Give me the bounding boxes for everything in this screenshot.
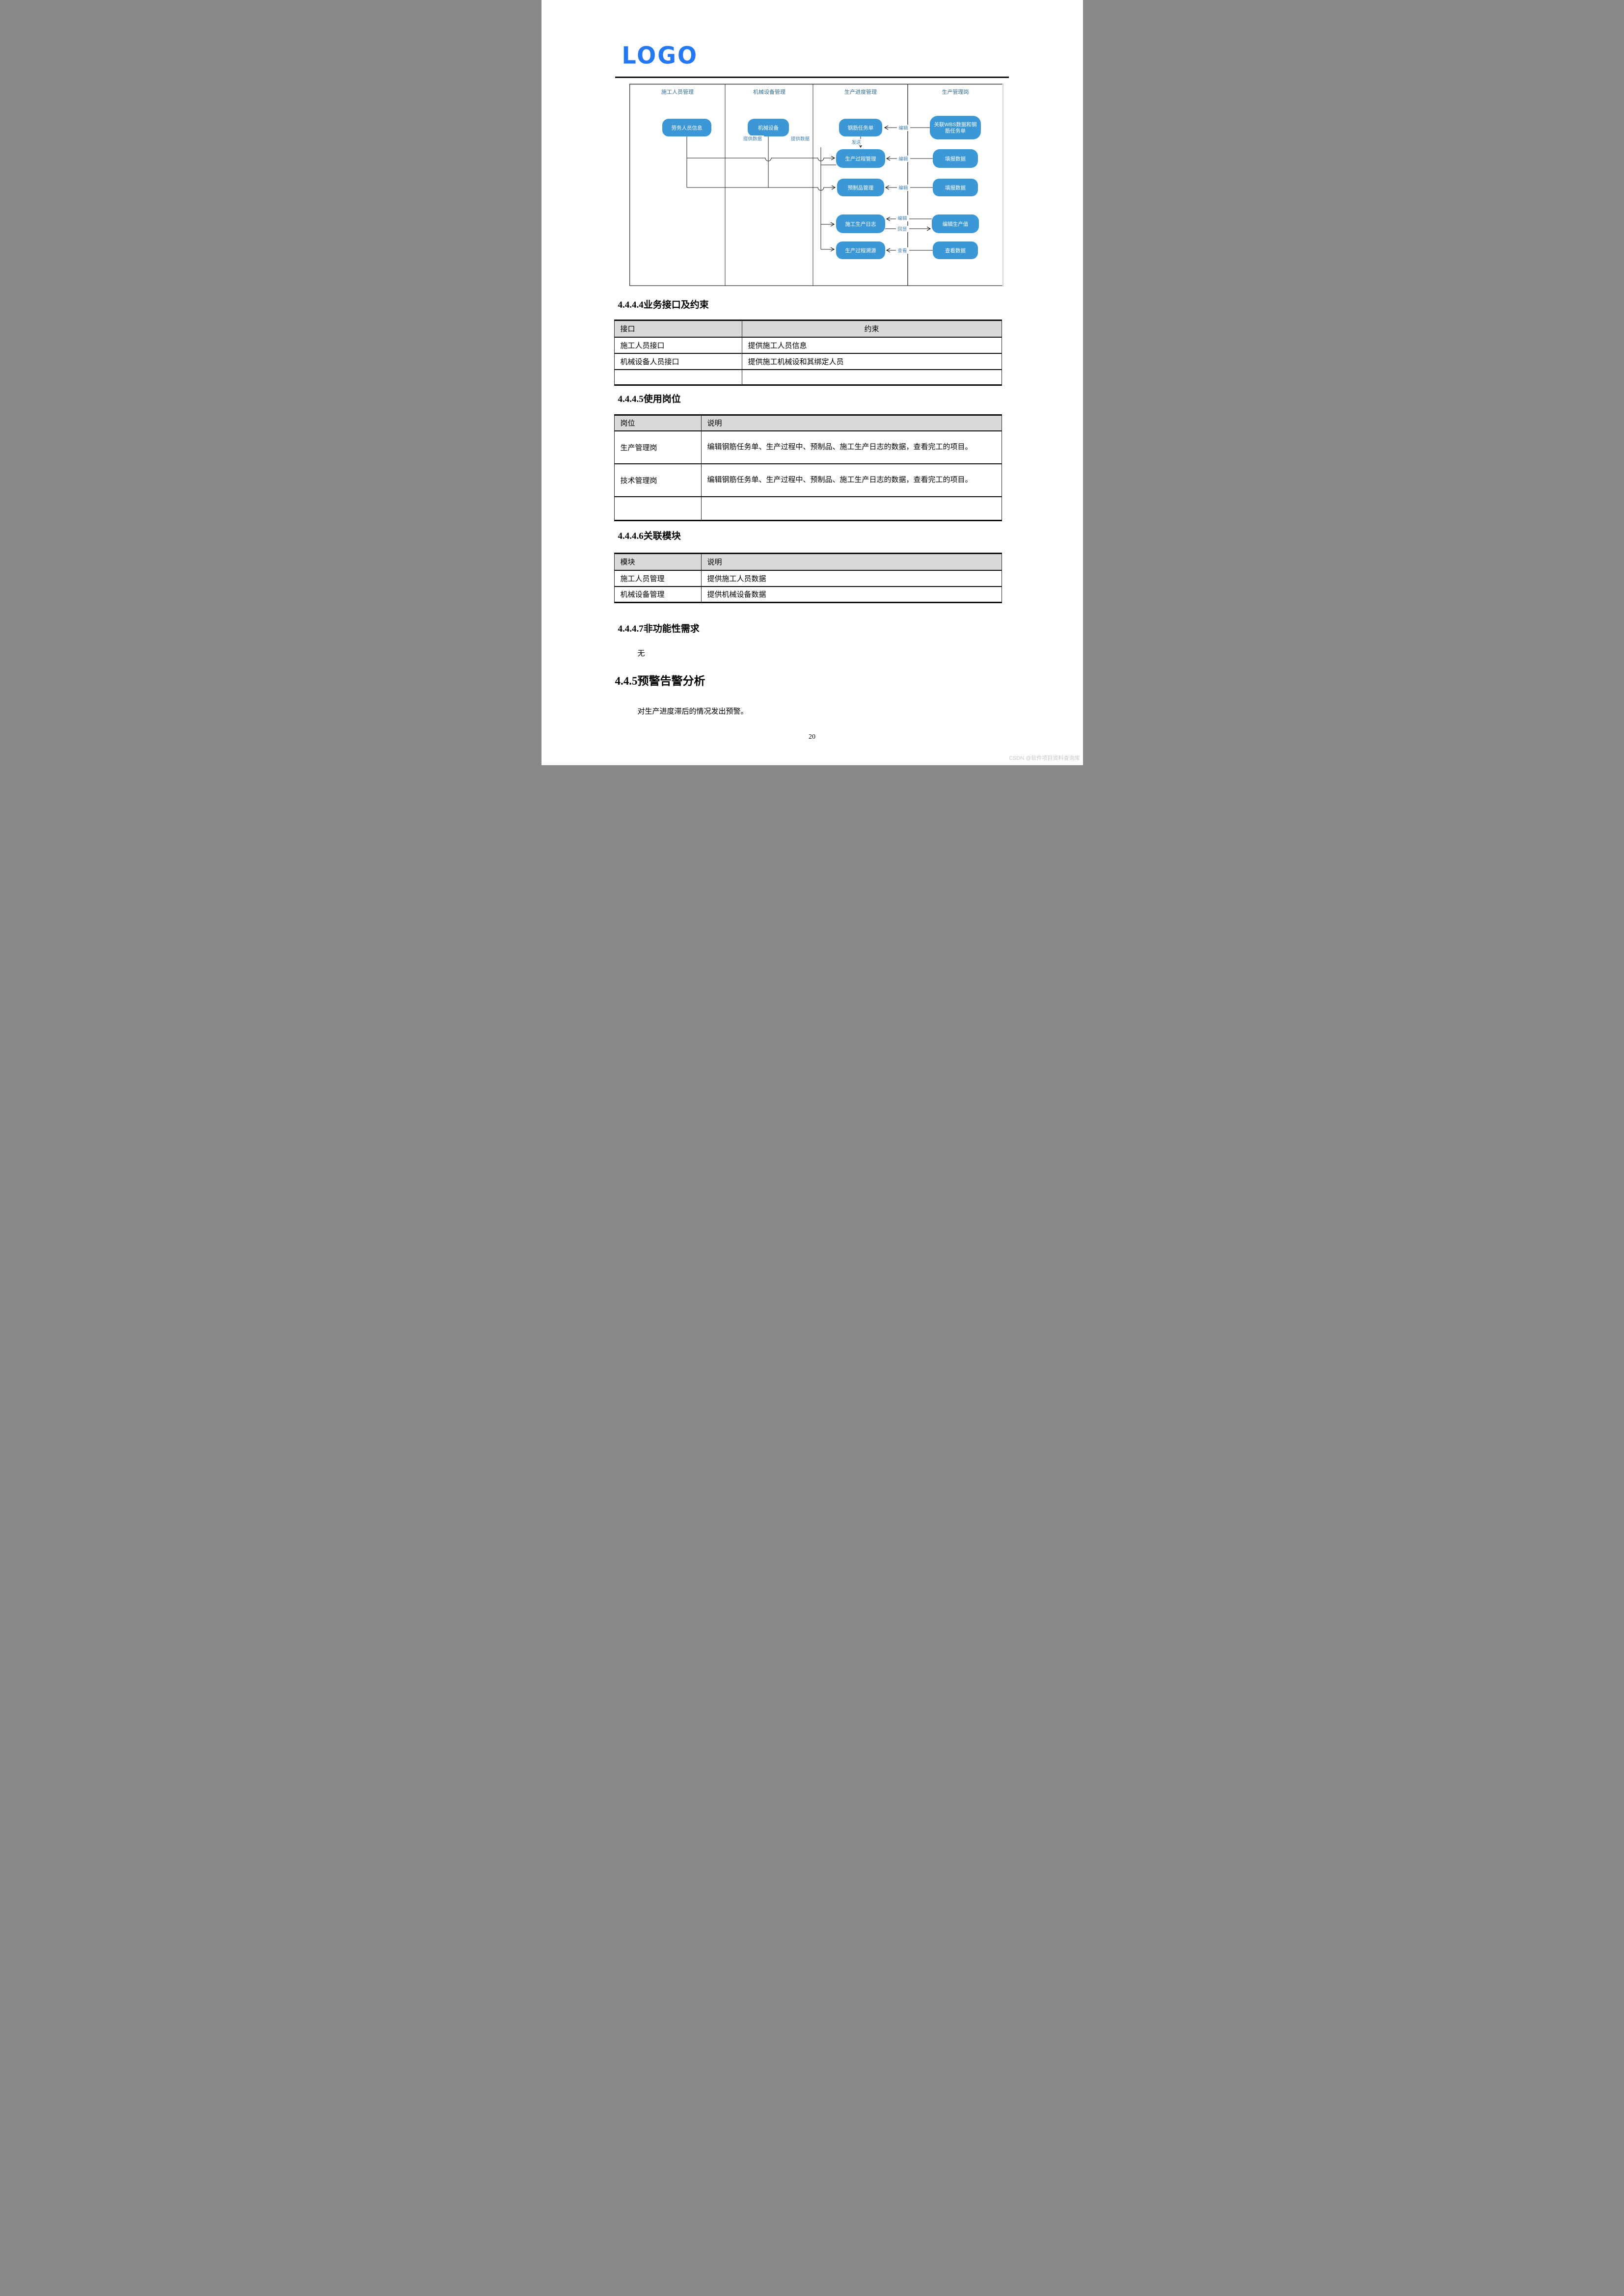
col-header-description: 说明	[707, 559, 722, 567]
table-header-row: 岗位 说明	[614, 415, 1001, 431]
table-cell: 技术管理岗	[614, 463, 702, 497]
warning-paragraph: 对生产进度滞后的情况发出预警。	[637, 708, 748, 716]
col-header-description: 说明	[707, 420, 722, 428]
node-fill-data-1	[932, 149, 978, 168]
table-cell: 编辑钢筋任务单、生产过程中、预制品、施工生产日志的数据，查看完工的项目。	[701, 463, 1001, 497]
table-cell: 提供施工人员数据	[701, 569, 1001, 587]
table-cell: 生产管理岗	[614, 430, 702, 464]
col-header-post: 岗位	[614, 415, 702, 431]
modules-table: 模块 说明 施工人员管理 提供施工人员数据 机械设备管理 提供机械设备数据	[614, 553, 1002, 603]
lane-header-production-progress: 生产进度管理	[844, 88, 877, 95]
section-heading-business-interface: 4.4.4.4业务接口及约束	[618, 300, 709, 310]
edge-label-edit-3: 编辑	[898, 185, 908, 191]
table-cell: 编辑钢筋任务单、生产过程中、预制品、施工生产日志的数据，查看完工的项目。	[701, 430, 1001, 464]
col-header-interface: 接口	[614, 320, 742, 337]
watermark: CSDN @软件项目资料查询库	[1009, 755, 1080, 761]
table-row: 机械设备管理 提供机械设备数据	[614, 586, 1001, 603]
table-row: 施工人员管理 提供施工人员数据	[614, 569, 1001, 587]
node-fill-data-2-label: 填报数据	[945, 185, 966, 191]
col-header-constraint: 约束	[864, 325, 879, 334]
label-bg	[849, 139, 863, 145]
table-cell	[742, 369, 1001, 385]
label-bg	[895, 247, 909, 254]
edge-label-send: 发送	[851, 139, 861, 145]
edge-label-provide-data-1: 提供数据	[743, 136, 762, 142]
node-edit-output-label: 编辑生产值	[942, 221, 968, 227]
document-page: LOGO 施工人员管理 机械设备管理 生产进度管理 生产管理岗	[541, 0, 1083, 765]
table-row: 技术管理岗 编辑钢筋任务单、生产过程中、预制品、施工生产日志的数据，查看完工的项…	[614, 463, 1001, 497]
none-text: 无	[637, 650, 645, 658]
section-heading-related-modules: 4.4.4.6关联模块	[618, 531, 681, 541]
diagram-border	[629, 83, 1002, 286]
node-edit-output	[931, 214, 979, 233]
edge-label-edit-1: 编辑	[898, 125, 908, 131]
interfaces-table: 接口 约束 施工人员接口 提供施工人员信息 机械设备人员接口 提供施工机械设和其…	[614, 320, 1002, 386]
section-heading-non-functional: 4.4.4.7非功能性需求	[618, 624, 700, 634]
label-bg	[788, 135, 812, 142]
node-wbs-link	[929, 116, 981, 139]
node-trace	[836, 241, 885, 259]
label-bg	[896, 156, 910, 162]
node-daily-log	[836, 214, 885, 233]
swimlane-diagram: 施工人员管理 机械设备管理 生产进度管理 生产管理岗 劳务人员信息	[629, 83, 1003, 287]
node-process-mgmt-label: 生产过程管理	[845, 156, 876, 162]
table-cell: 施工人员管理	[614, 569, 702, 587]
node-precast-mgmt-label: 预制品管理	[847, 185, 873, 191]
edge-label-edit-4: 编辑	[897, 215, 907, 221]
node-precast-mgmt	[837, 179, 884, 196]
node-fill-data-2	[932, 179, 978, 196]
node-process-mgmt	[836, 149, 885, 168]
node-daily-log-label: 施工生产日志	[845, 221, 876, 227]
section-heading-warning-analysis: 4.4.5预警告警分析	[615, 675, 705, 687]
table-cell	[614, 369, 742, 385]
lane-header-machinery: 机械设备管理	[753, 88, 785, 95]
col-header-module: 模块	[614, 553, 702, 570]
table-row: 机械设备人员接口 提供施工机械设和其绑定人员	[614, 352, 1001, 370]
node-labor-info-label: 劳务人员信息	[671, 125, 702, 131]
table-cell: 提供施工机械设和其绑定人员	[742, 352, 1001, 370]
node-rebar-task-label: 钢筋任务单	[847, 125, 873, 131]
table-cell	[701, 496, 1001, 521]
page-number: 20	[809, 733, 815, 741]
node-machine-label: 机械设备	[758, 125, 779, 131]
table-cell: 机械设备管理	[614, 586, 702, 603]
label-bg	[741, 135, 764, 142]
header-divider	[615, 77, 1009, 78]
node-trace-label: 生产过程溯源	[845, 247, 876, 254]
table-row	[614, 496, 1001, 521]
label-bg	[896, 185, 910, 191]
positions-table: 岗位 说明 生产管理岗 编辑钢筋任务单、生产过程中、预制品、施工生产日志的数据，…	[614, 414, 1002, 521]
lane-header-construction-staff: 施工人员管理	[661, 88, 694, 95]
table-header-row: 模块 说明	[614, 553, 1001, 570]
table-cell: 提供施工人员信息	[742, 336, 1001, 353]
label-bg	[895, 215, 909, 221]
node-rebar-task	[839, 119, 882, 136]
logo: LOGO	[622, 41, 699, 70]
table-cell: 施工人员接口	[614, 336, 742, 353]
table-header-row: 接口 约束	[614, 320, 1001, 337]
node-view-data-label: 查看数据	[945, 247, 966, 254]
node-view-data	[932, 241, 978, 259]
edge-label-provide-data-2: 提供数据	[790, 136, 810, 142]
edge-labor-to-process	[686, 156, 835, 161]
table-row: 生产管理岗 编辑钢筋任务单、生产过程中、预制品、施工生产日志的数据，查看完工的项…	[614, 430, 1001, 464]
node-labor-info	[662, 119, 711, 136]
edge-label-edit-2: 编辑	[898, 156, 908, 162]
label-bg	[895, 226, 909, 232]
node-wbs-link-label1: 关联WBS数据和钢	[934, 121, 976, 128]
table-cell: 机械设备人员接口	[614, 352, 742, 370]
table-row: 施工人员接口 提供施工人员信息	[614, 336, 1001, 353]
section-heading-positions: 4.4.4.5使用岗位	[618, 394, 681, 404]
edge-label-view: 查看	[897, 248, 907, 254]
table-row	[614, 369, 1001, 385]
edge-label-echo: 回显	[897, 227, 907, 232]
table-cell	[614, 496, 702, 521]
diagram-right-edge	[1002, 83, 1003, 287]
lane-header-production-post: 生产管理岗	[942, 88, 969, 95]
table-cell: 提供机械设备数据	[701, 586, 1001, 603]
node-fill-data-1-label: 填报数据	[945, 156, 966, 162]
node-wbs-link-label2: 筋任务单	[945, 128, 966, 134]
label-bg	[896, 125, 910, 131]
node-machine	[747, 119, 789, 136]
